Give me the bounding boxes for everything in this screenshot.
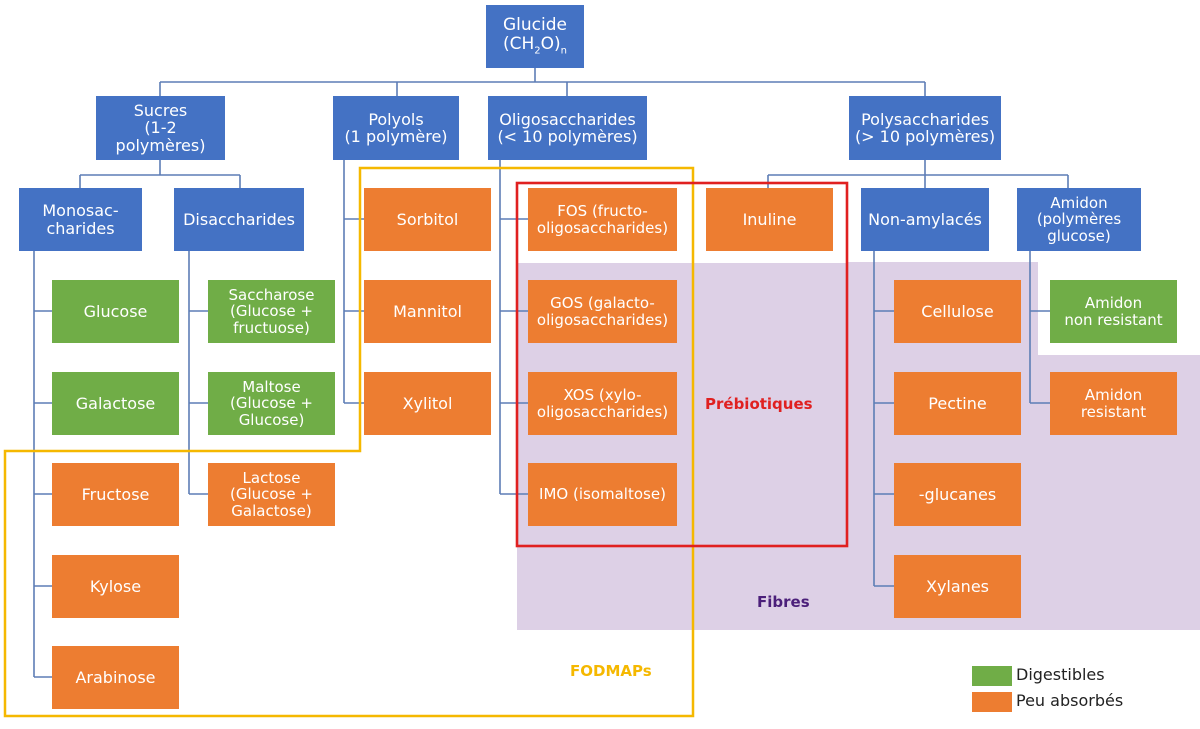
amidon-non-resistant-box: Amidon non resistant xyxy=(1050,280,1177,343)
fructose-box: Fructose xyxy=(52,463,179,526)
pectine-box: Pectine xyxy=(894,372,1021,435)
polyols-box: Polyols (1 polymère) xyxy=(333,96,459,160)
sucres-box: Sucres (1-2 polymères) xyxy=(96,96,225,160)
glucide-formula: (CH2O)n xyxy=(502,33,568,56)
fos-box: FOS (fructo- oligosaccharides) xyxy=(528,188,677,251)
maltose-box: Maltose (Glucose + Glucose) xyxy=(208,372,335,435)
xylitol-box: Xylitol xyxy=(364,372,491,435)
fodmaps-outline xyxy=(3,166,695,718)
glucose-box: Glucose xyxy=(52,280,179,343)
glucide-root-box: Glucide (CH2O)n xyxy=(486,5,584,68)
amidon-resistant-box: Amidon resistant xyxy=(1050,372,1177,435)
glucanes-box: -glucanes xyxy=(894,463,1021,526)
prebiotiques-outline xyxy=(515,181,849,548)
oligosaccharides-box: Oligosaccharides (< 10 polymères) xyxy=(488,96,647,160)
legend-swatch-peu-absorbes xyxy=(972,692,1012,712)
glucide-title: Glucide xyxy=(503,15,567,36)
monosaccharides-box: Monosac- charides xyxy=(19,188,142,251)
mannitol-box: Mannitol xyxy=(364,280,491,343)
arabinose-box: Arabinose xyxy=(52,646,179,709)
legend-label-digestibles: Digestibles xyxy=(1016,665,1105,684)
legend-swatch-digestibles xyxy=(972,666,1012,686)
xos-box: XOS (xylo- oligosaccharides) xyxy=(528,372,677,435)
fibres-label: Fibres xyxy=(757,593,810,611)
saccharose-box: Saccharose (Glucose + fructuose) xyxy=(208,280,335,343)
cellulose-box: Cellulose xyxy=(894,280,1021,343)
gos-box: GOS (galacto- oligosaccharides) xyxy=(528,280,677,343)
lactose-box: Lactose (Glucose + Galactose) xyxy=(208,463,335,526)
sorbitol-box: Sorbitol xyxy=(364,188,491,251)
fodmaps-label: FODMAPs xyxy=(570,662,652,680)
xylanes-box: Xylanes xyxy=(894,555,1021,618)
inuline-box: Inuline xyxy=(706,188,833,251)
connector-lines xyxy=(33,68,1069,678)
disaccharides-box: Disaccharides xyxy=(174,188,304,251)
prebiotiques-label: Prébiotiques xyxy=(705,395,813,413)
imo-box: IMO (isomaltose) xyxy=(528,463,677,526)
polysaccharides-box: Polysaccharides (> 10 polymères) xyxy=(849,96,1001,160)
non-amylaces-box: Non-amylacés xyxy=(861,188,989,251)
kylose-box: Kylose xyxy=(52,555,179,618)
amidon-box: Amidon (polymères glucose) xyxy=(1017,188,1141,251)
legend-label-peu-absorbes: Peu absorbés xyxy=(1016,691,1124,710)
galactose-box: Galactose xyxy=(52,372,179,435)
